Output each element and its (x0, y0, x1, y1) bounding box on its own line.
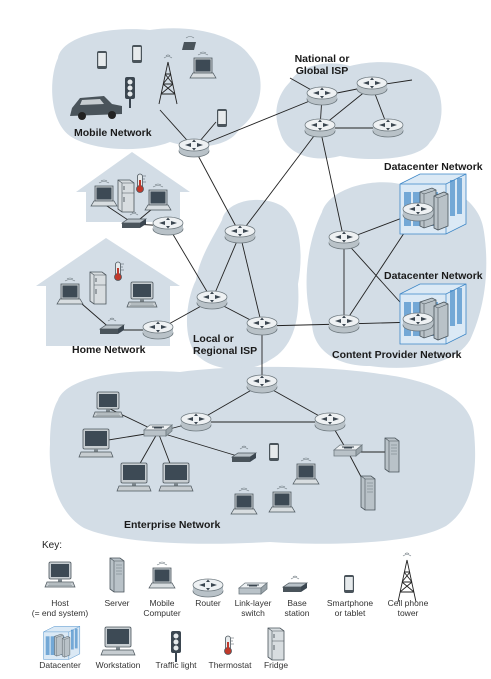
key-mobile-computer-label-2: Computer (143, 608, 180, 618)
key-server-icon (109, 557, 125, 593)
key-link-layer-switch-icon (238, 582, 268, 595)
national-router-2 (356, 76, 388, 96)
content-router-1 (328, 230, 360, 250)
key-datacenter-label: Datacenter (39, 660, 81, 670)
enterprise-switch-right (333, 444, 363, 457)
enterprise-router-top (246, 374, 278, 394)
enterprise-workstation-1 (78, 428, 114, 458)
local-router-3 (246, 316, 278, 336)
home1-fridge (117, 179, 135, 213)
car-icon (70, 96, 122, 120)
mobile-smartphone-3 (217, 109, 227, 127)
key-base-station-label-1: Base (287, 598, 307, 608)
key-workstation-label: Workstation (96, 660, 141, 670)
key-router-label: Router (195, 598, 221, 608)
key-smartphone-icon (344, 575, 354, 593)
home-house-lower (36, 238, 180, 346)
key-fridge-icon (267, 627, 285, 661)
home2-fridge (89, 271, 107, 305)
key-base-station-icon (282, 575, 308, 593)
key-base-station-label-2: station (284, 608, 309, 618)
enterprise-workstation-2 (116, 462, 152, 492)
enterprise-workstation-3 (158, 462, 194, 492)
national-router-4 (372, 118, 404, 138)
datacenter-1-router (402, 202, 434, 222)
home1-router (152, 216, 184, 236)
enterprise-switch-left (143, 424, 173, 437)
local-router-2 (196, 290, 228, 310)
key-workstation-icon (100, 626, 136, 656)
key-thermostat-label: Thermostat (209, 660, 253, 670)
key-mobile-computer-icon (148, 561, 176, 589)
national-isp-label-line1: National or (295, 53, 350, 65)
enterprise-server-1 (384, 437, 400, 473)
key-cell-phone-tower-icon (397, 552, 417, 603)
national-router-1 (306, 86, 338, 106)
enterprise-server-2 (360, 475, 376, 511)
key-host-label-2: (= end system) (32, 608, 89, 618)
key-host-label-1: Host (51, 598, 69, 608)
enterprise-host-1 (92, 391, 124, 418)
key-traffic-light-label: Traffic light (155, 660, 197, 670)
key-host-icon (44, 561, 76, 588)
key-tower-label-1: Cell phone (388, 598, 429, 608)
key-switch-label-2: switch (241, 608, 265, 618)
datacenter-network-label-1: Datacenter Network (384, 161, 483, 173)
key-mobile-computer-label-1: Mobile (149, 598, 174, 608)
key-title: Key: (42, 540, 62, 551)
key-thermostat-icon (224, 635, 235, 655)
local-isp-label-line1: Local or (193, 333, 234, 345)
enterprise-tablet (269, 443, 279, 461)
national-router-3 (304, 118, 336, 138)
local-isp-label-line2: Regional ISP (193, 345, 257, 357)
key-switch-label-1: Link-layer (235, 598, 272, 608)
enterprise-router-right (314, 412, 346, 432)
key-router-icon (192, 578, 224, 598)
mobile-smartphone-1 (97, 51, 107, 69)
national-isp-label-line2: Global ISP (296, 65, 349, 77)
mobile-network-label: Mobile Network (74, 127, 152, 139)
mobile-router (178, 138, 210, 158)
enterprise-router-left (180, 412, 212, 432)
key-smartphone-label-2: or tablet (335, 608, 366, 618)
datacenter-2-router (402, 312, 434, 332)
home2-host (126, 281, 158, 308)
key-smartphone-label-1: Smartphone (327, 598, 374, 608)
home2-router (142, 320, 174, 340)
home-network-label: Home Network (72, 344, 146, 356)
datacenter-network-label-2: Datacenter Network (384, 270, 483, 282)
content-router-2 (328, 314, 360, 334)
enterprise-network-label: Enterprise Network (124, 519, 220, 531)
content-provider-label: Content Provider Network (332, 349, 462, 361)
key-server-label: Server (104, 598, 129, 608)
mobile-smartphone-2 (132, 45, 142, 63)
key-fridge-label: Fridge (264, 660, 288, 670)
key-datacenter-icon (43, 626, 81, 660)
mobile-base-station-1 (182, 36, 196, 50)
local-router-1 (224, 224, 256, 244)
key-traffic-light-icon (171, 631, 181, 662)
key-tower-label-2: tower (398, 608, 419, 618)
